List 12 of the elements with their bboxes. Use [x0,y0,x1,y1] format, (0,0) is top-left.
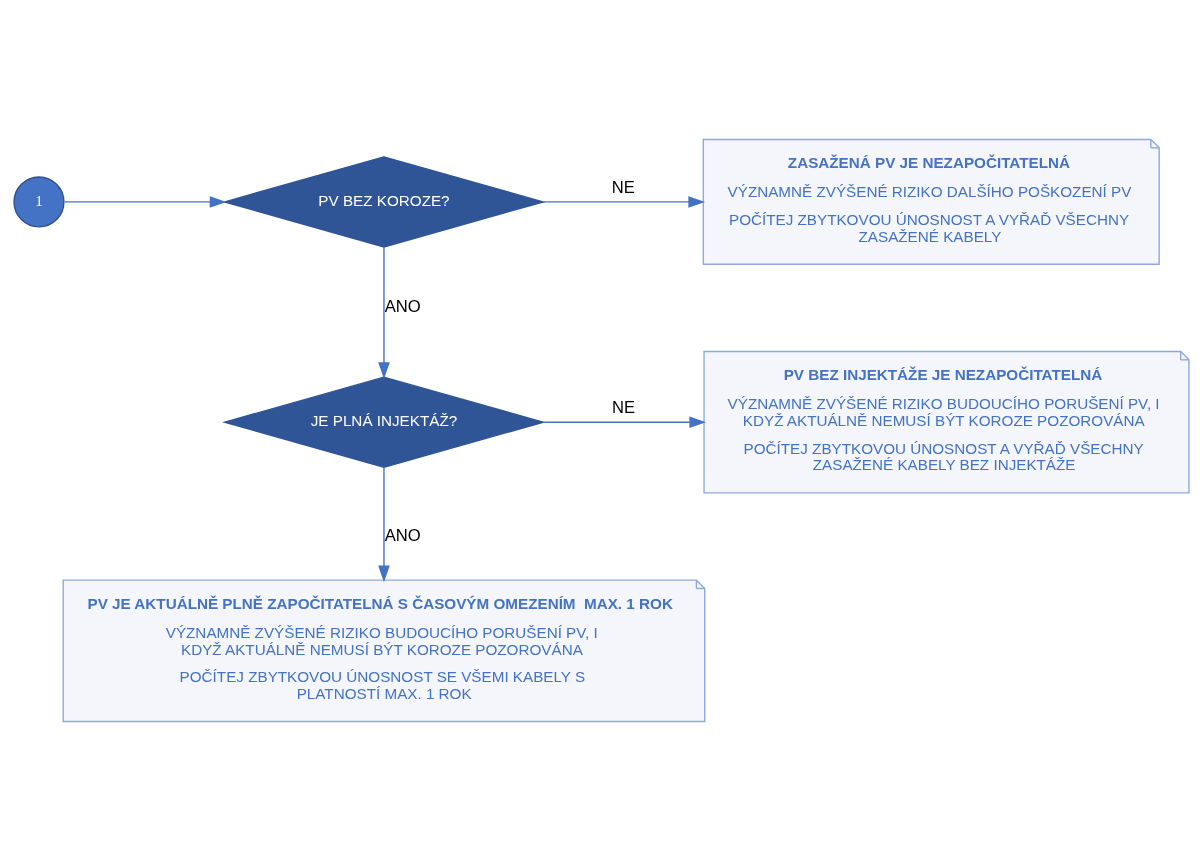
arrow [378,466,390,583]
edge-label: ANO [384,297,421,317]
arrow [542,196,705,208]
edge-label: NE [611,178,635,198]
arrow [63,196,227,208]
edge-label: ANO [384,525,421,545]
arrow [542,416,707,428]
node-diamond: PV BEZ KOROZE? [222,156,546,248]
edge-label: NE [612,398,636,418]
node-circle: 1 [13,176,65,228]
node-diamond: JE PLNÁ INJEKTÁŽ? [222,376,546,468]
arrow [378,246,390,379]
